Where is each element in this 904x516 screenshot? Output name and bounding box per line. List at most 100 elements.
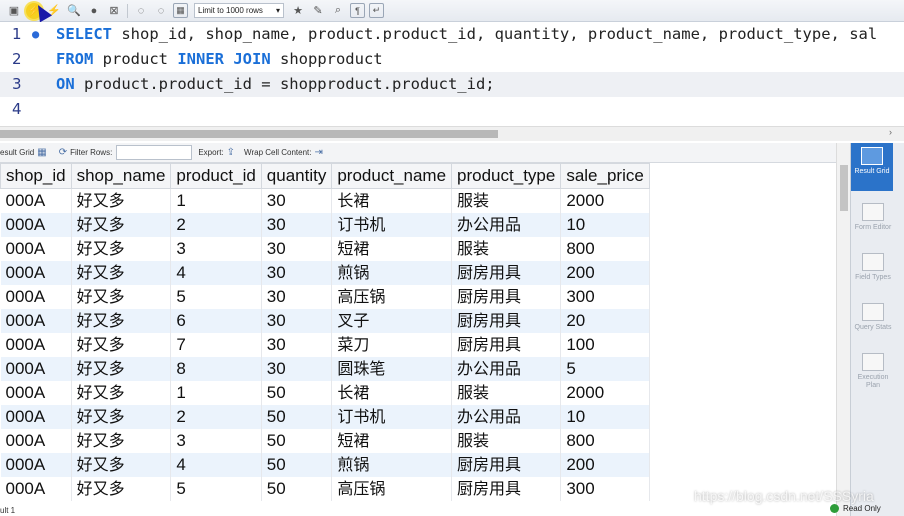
scrollbar-thumb[interactable]: [840, 165, 848, 211]
table-cell[interactable]: 菜刀: [331, 333, 453, 357]
column-header[interactable]: shop_id: [0, 163, 72, 189]
table-cell[interactable]: 3: [170, 237, 262, 261]
table-cell[interactable]: 30: [261, 357, 333, 381]
table-cell[interactable]: 叉子: [331, 309, 453, 333]
table-cell[interactable]: 800: [560, 237, 650, 261]
field-types-button[interactable]: Field Types: [853, 249, 893, 282]
table-cell[interactable]: 订书机: [331, 405, 453, 429]
table-cell[interactable]: 30: [261, 261, 333, 285]
table-cell[interactable]: 000A: [0, 333, 72, 357]
table-cell[interactable]: 50: [261, 405, 333, 429]
table-cell[interactable]: 服装: [451, 381, 562, 405]
table-cell[interactable]: 5: [170, 285, 262, 309]
word-wrap-icon[interactable]: ↵: [369, 3, 384, 18]
table-cell[interactable]: 50: [261, 477, 333, 501]
table-cell[interactable]: 2: [170, 213, 262, 237]
filter-rows-input[interactable]: [116, 145, 193, 160]
table-cell[interactable]: 2: [170, 405, 262, 429]
table-cell[interactable]: 厨房用具: [451, 261, 562, 285]
table-cell[interactable]: 高压锅: [331, 285, 453, 309]
invisible-chars-icon[interactable]: ¶: [350, 3, 365, 18]
table-cell[interactable]: 20: [560, 309, 650, 333]
editor-horizontal-scrollbar[interactable]: ›: [0, 126, 904, 141]
table-cell[interactable]: 7: [170, 333, 262, 357]
table-cell[interactable]: 000A: [0, 309, 72, 333]
table-cell[interactable]: 000A: [0, 213, 72, 237]
table-cell[interactable]: 3: [170, 429, 262, 453]
bookmark-icon[interactable]: ★: [293, 5, 303, 17]
table-cell[interactable]: 好又多: [71, 381, 172, 405]
table-cell[interactable]: 000A: [0, 429, 72, 453]
export-icon[interactable]: ⇪: [226, 147, 236, 158]
save-icon[interactable]: ▣: [8, 5, 20, 17]
table-cell[interactable]: 好又多: [71, 213, 172, 237]
table-cell[interactable]: 200: [560, 453, 650, 477]
table-cell[interactable]: 好又多: [71, 429, 172, 453]
table-cell[interactable]: 100: [560, 333, 650, 357]
result-grid-tab[interactable]: esult Grid ▦: [0, 147, 50, 158]
table-cell[interactable]: 长裙: [331, 188, 453, 213]
table-cell[interactable]: 30: [261, 333, 333, 357]
table-cell[interactable]: 300: [560, 285, 650, 309]
table-cell[interactable]: 好又多: [71, 261, 172, 285]
table-cell[interactable]: 30: [261, 285, 333, 309]
table-cell[interactable]: 30: [261, 188, 333, 213]
table-cell[interactable]: 厨房用具: [451, 309, 562, 333]
sql-editor[interactable]: 1 ● SELECT shop_id, shop_name, product.p…: [0, 22, 904, 126]
table-cell[interactable]: 办公用品: [451, 405, 562, 429]
result-grid-button[interactable]: Result Grid: [851, 143, 893, 191]
table-cell[interactable]: 高压锅: [331, 477, 453, 501]
form-editor-button[interactable]: Form Editor: [853, 199, 893, 232]
table-cell[interactable]: 10: [560, 213, 650, 237]
scrollbar-thumb[interactable]: [0, 130, 498, 138]
table-cell[interactable]: 好又多: [71, 477, 172, 501]
table-cell[interactable]: 好又多: [71, 188, 172, 213]
refresh-icon[interactable]: ⟳: [58, 147, 68, 158]
autocommit-icon[interactable]: ▦: [173, 3, 188, 18]
toggle-error-icon[interactable]: ⊠: [109, 5, 119, 17]
column-header[interactable]: quantity: [260, 163, 333, 189]
table-cell[interactable]: 4: [170, 453, 262, 477]
limit-rows-select[interactable]: Limit to 1000 rows ▾: [194, 3, 284, 18]
table-cell[interactable]: 4: [170, 261, 262, 285]
rollback-icon[interactable]: ◌: [157, 4, 165, 17]
table-cell[interactable]: 1: [170, 381, 262, 405]
beautify-icon[interactable]: ✎: [313, 5, 323, 17]
table-cell[interactable]: 厨房用具: [451, 285, 562, 309]
table-cell[interactable]: 5: [560, 357, 650, 381]
scroll-right-icon[interactable]: ›: [889, 127, 892, 137]
table-cell[interactable]: 服装: [451, 429, 562, 453]
explain-icon[interactable]: 🔍: [67, 5, 81, 17]
table-cell[interactable]: 厨房用具: [451, 333, 562, 357]
table-cell[interactable]: 好又多: [71, 453, 172, 477]
find-icon[interactable]: ⌕: [334, 4, 342, 16]
table-cell[interactable]: 1: [170, 188, 262, 213]
table-cell[interactable]: 000A: [0, 261, 72, 285]
table-cell[interactable]: 000A: [0, 453, 72, 477]
table-cell[interactable]: 000A: [0, 477, 72, 501]
stop-icon[interactable]: ●: [90, 4, 98, 17]
table-cell[interactable]: 服装: [451, 237, 562, 261]
table-cell[interactable]: 长裙: [331, 381, 453, 405]
column-header[interactable]: product_name: [331, 163, 453, 189]
table-cell[interactable]: 000A: [0, 285, 72, 309]
column-header[interactable]: product_type: [451, 163, 562, 189]
table-cell[interactable]: 000A: [0, 357, 72, 381]
table-cell[interactable]: 煎锅: [331, 453, 453, 477]
table-cell[interactable]: 圆珠笔: [331, 357, 453, 381]
table-cell[interactable]: 好又多: [71, 309, 172, 333]
table-cell[interactable]: 2000: [560, 381, 650, 405]
table-cell[interactable]: 8: [170, 357, 262, 381]
table-cell[interactable]: 50: [261, 381, 333, 405]
